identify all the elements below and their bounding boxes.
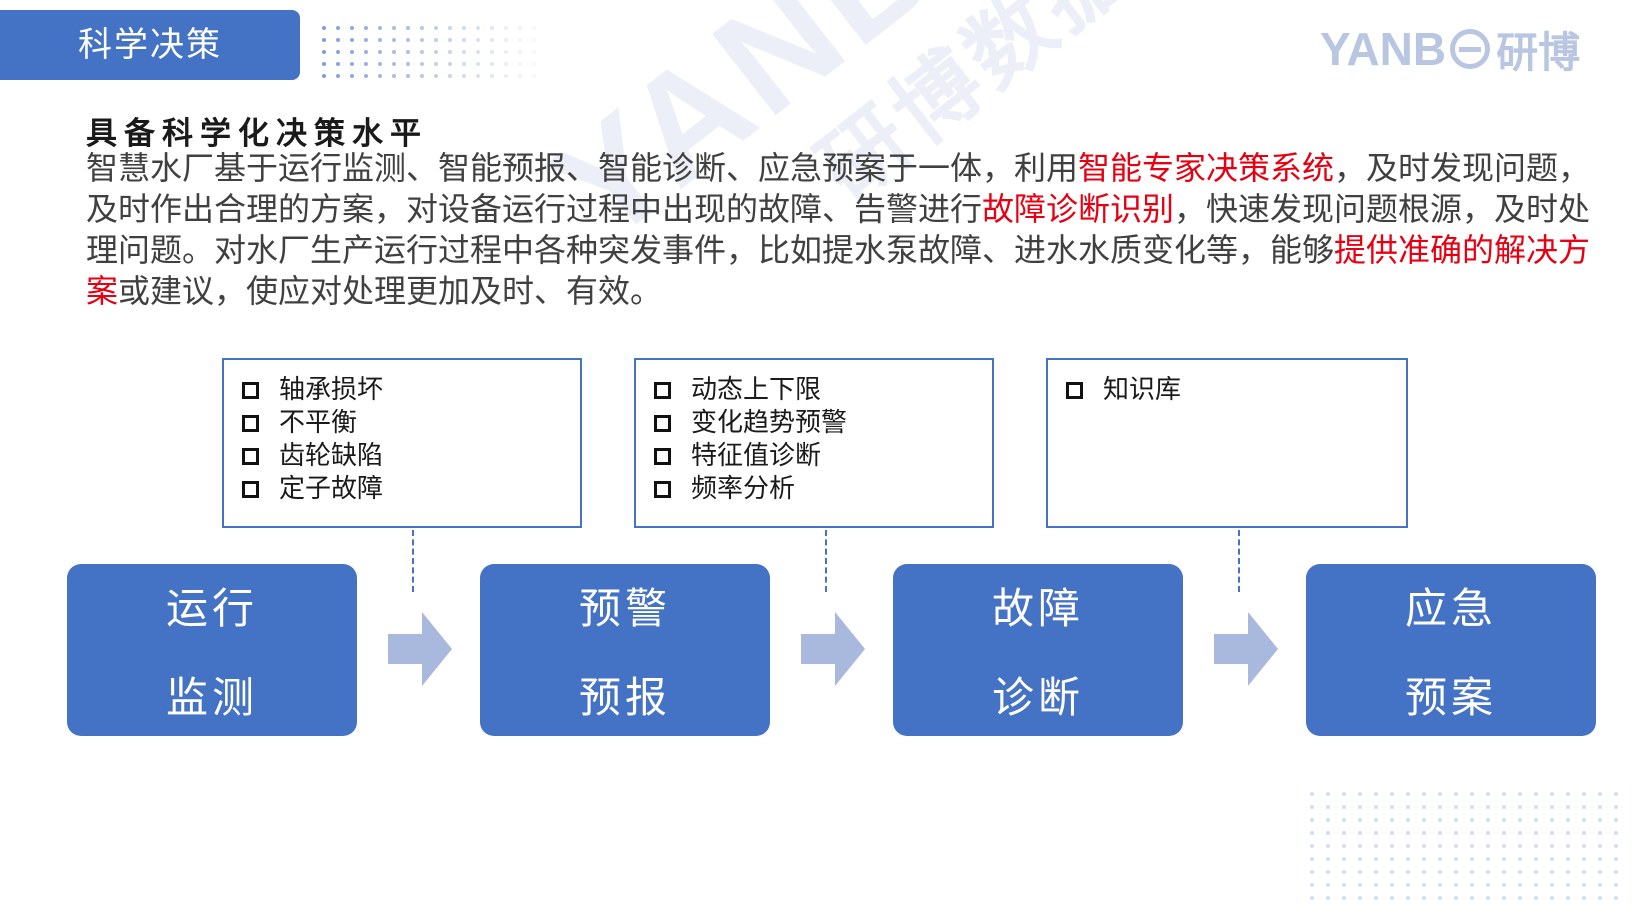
stage-label-line1: 故障 (991, 584, 1084, 633)
list-item-label: 不平衡 (279, 408, 358, 438)
stage-label-line1: 应急 (1404, 584, 1497, 633)
list-item-label: 齿轮缺陷 (279, 441, 384, 471)
slide-title: 科学决策 (78, 25, 222, 65)
right-arrow-icon (801, 612, 865, 686)
connector-line-2 (825, 530, 827, 592)
slide-title-tab: 科学决策 (0, 10, 300, 80)
stage-operation-monitoring: 运行 监测 (67, 564, 357, 736)
detail-box-diagnosis: 知识库 (1046, 358, 1408, 528)
section-paragraph: 智慧水厂基于运行监测、智能预报、智能诊断、应急预案于一体，利用智能专家决策系统，… (86, 148, 1598, 312)
right-arrow-icon (1214, 612, 1278, 686)
stage-label-line2: 预案 (1404, 673, 1497, 722)
list-item: 定子故障 (242, 473, 580, 506)
list-item-label: 定子故障 (279, 474, 384, 504)
stage-label-line1: 运行 (165, 584, 258, 633)
highlight-text: 提供准确的解决方案 (86, 231, 1591, 310)
list-item: 动态上下限 (654, 374, 992, 407)
paragraph-text: 智慧水厂基于运行监测、智能预报、智能诊断、应急预案于一体，利用 (86, 149, 1079, 187)
paragraph-text: ，快速发现问题根源，及时处理问题。对水厂生产运行过程中各种突发事件，比如提水泵故… (86, 190, 1591, 269)
right-arrow-icon (388, 612, 452, 686)
list-item-label: 轴承损坏 (279, 375, 384, 405)
stage-emergency-plan: 应急 预案 (1306, 564, 1596, 736)
stage-label-line2: 诊断 (991, 673, 1084, 722)
logo-latin: YANB (1320, 23, 1447, 75)
square-bullet-icon (242, 448, 259, 465)
list-item-label: 知识库 (1103, 375, 1182, 405)
list-item-label: 动态上下限 (691, 375, 822, 405)
square-bullet-icon (654, 382, 671, 399)
list-item: 齿轮缺陷 (242, 440, 580, 473)
list-item: 不平衡 (242, 407, 580, 440)
connector-line-1 (412, 530, 414, 592)
stage-label-line2: 预报 (578, 673, 671, 722)
paragraph-text: 或建议，使应对处理更加及时、有效。 (118, 272, 663, 310)
square-bullet-icon (242, 382, 259, 399)
connector-line-3 (1238, 530, 1240, 592)
list-item: 变化趋势预警 (654, 407, 992, 440)
list-item-label: 变化趋势预警 (691, 408, 848, 438)
square-bullet-icon (654, 448, 671, 465)
list-item: 轴承损坏 (242, 374, 580, 407)
list-item: 特征值诊断 (654, 440, 992, 473)
section-heading: 具备科学化决策水平 (86, 116, 428, 152)
stage-warning-forecast: 预警 预报 (480, 564, 770, 736)
list-item: 频率分析 (654, 473, 992, 506)
list-item: 知识库 (1066, 374, 1406, 407)
globe-icon (1450, 29, 1491, 69)
detail-box-monitoring: 轴承损坏不平衡齿轮缺陷定子故障 (222, 358, 582, 528)
stage-label-line1: 预警 (578, 584, 671, 633)
stage-label-line2: 监测 (165, 673, 258, 722)
square-bullet-icon (242, 415, 259, 432)
highlight-text: 智能专家决策系统 (1078, 149, 1335, 187)
square-bullet-icon (654, 415, 671, 432)
list-item-label: 特征值诊断 (691, 441, 822, 471)
stage-fault-diagnosis: 故障 诊断 (893, 564, 1183, 736)
logo-chinese: 研博 (1496, 28, 1581, 76)
list-item-label: 频率分析 (691, 474, 796, 504)
detail-box-warning: 动态上下限变化趋势预警特征值诊断频率分析 (634, 358, 994, 528)
highlight-text: 故障诊断识别 (982, 190, 1175, 228)
square-bullet-icon (242, 481, 259, 498)
square-bullet-icon (1066, 382, 1083, 399)
company-logo: YANB 研博 (1320, 22, 1580, 76)
square-bullet-icon (654, 481, 671, 498)
paragraph-text: ，及时发现问题，及时作出合理的方案，对设备运行过程中出现的故障、告警进行 (86, 149, 1591, 228)
